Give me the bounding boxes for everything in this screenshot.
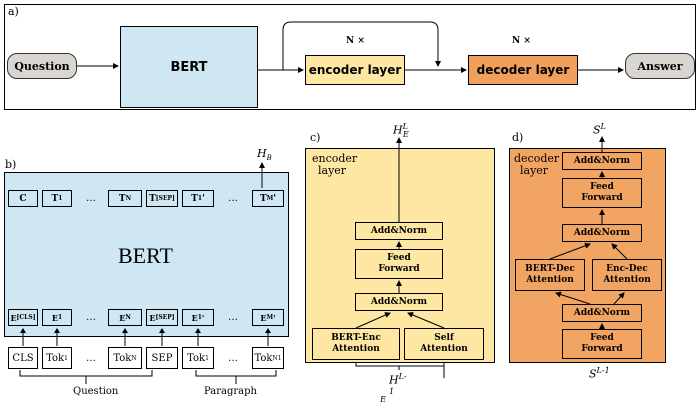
encoder-loop-arrow [282, 21, 441, 70]
enc-arrow-self-addnorm [407, 312, 445, 329]
input-token-arrow-3 [122, 328, 128, 346]
dec-arrow-addnorm3-encdec [613, 292, 625, 305]
bert-block-a: BERT [120, 26, 258, 108]
panel-b-label: b) [5, 158, 17, 171]
enc-arrow-in-branch [355, 362, 444, 370]
input-token-arrow-1 [54, 328, 60, 346]
input-token-4: SEP [146, 347, 178, 369]
output-token-4: T[SEP] [146, 190, 178, 207]
embedding-token-ellipsis: … [228, 312, 238, 323]
decoder-input-label: SL-1 [589, 366, 610, 381]
input-token-arrow-5 [195, 328, 201, 346]
panel-d-label: d) [512, 131, 524, 144]
panel-c-label: c) [310, 131, 321, 144]
question-group-line [19, 370, 153, 384]
embedding-token-4: E[SEP] [146, 309, 178, 326]
input-token-arrow-7 [265, 328, 271, 346]
question-pill: Question [7, 53, 77, 79]
decoder-repeat-label: N × [512, 36, 531, 46]
embedding-token-0: E[CLS] [8, 309, 38, 326]
decoder-layer-box-a: decoder layer [468, 55, 578, 85]
decoder-output-label: SL [593, 122, 606, 137]
decoder-add-norm-top: Add&Norm [562, 152, 642, 170]
input-token-ellipsis: … [86, 352, 96, 364]
dec-arrow-addnorm3-bertdec [555, 291, 591, 305]
paragraph-group-line [195, 370, 277, 384]
output-token-0: C [8, 190, 38, 207]
panel-a-frame [4, 4, 696, 110]
panel-a-label: a) [8, 5, 19, 18]
dec-arrow-encdec-addnorm [611, 243, 628, 260]
encoder-output-label: HLE [393, 122, 409, 139]
encoder-layer-box-a: encoder layer [305, 55, 405, 85]
output-token-ellipsis: … [228, 193, 238, 204]
question-group-label: Question [73, 386, 119, 397]
decoder-add-norm-2: Add&Norm [562, 224, 642, 242]
output-token-ellipsis: … [86, 193, 96, 204]
enc-arrow-bertenc-addnorm [355, 312, 391, 329]
input-token-0: CLS [8, 347, 38, 369]
embedding-token-ellipsis: … [86, 312, 96, 323]
bert-output-label: HB [257, 147, 272, 163]
encoder-repeat-label: N × [346, 36, 365, 46]
encoder-add-norm-top: Add&Norm [355, 222, 443, 240]
encoder-input-label: HL-1E [380, 372, 407, 404]
decoder-add-norm-3: Add&Norm [562, 304, 642, 322]
paragraph-group-label: Paragraph [204, 386, 257, 397]
answer-pill: Answer [625, 53, 695, 79]
encoder-add-norm-mid: Add&Norm [355, 293, 443, 311]
input-token-ellipsis: … [228, 352, 238, 364]
dec-arrow-bertdec-addnorm [549, 242, 591, 260]
input-token-arrow-4 [159, 328, 165, 346]
bert-title-b: BERT [118, 243, 173, 268]
input-token-arrow-0 [20, 328, 26, 346]
